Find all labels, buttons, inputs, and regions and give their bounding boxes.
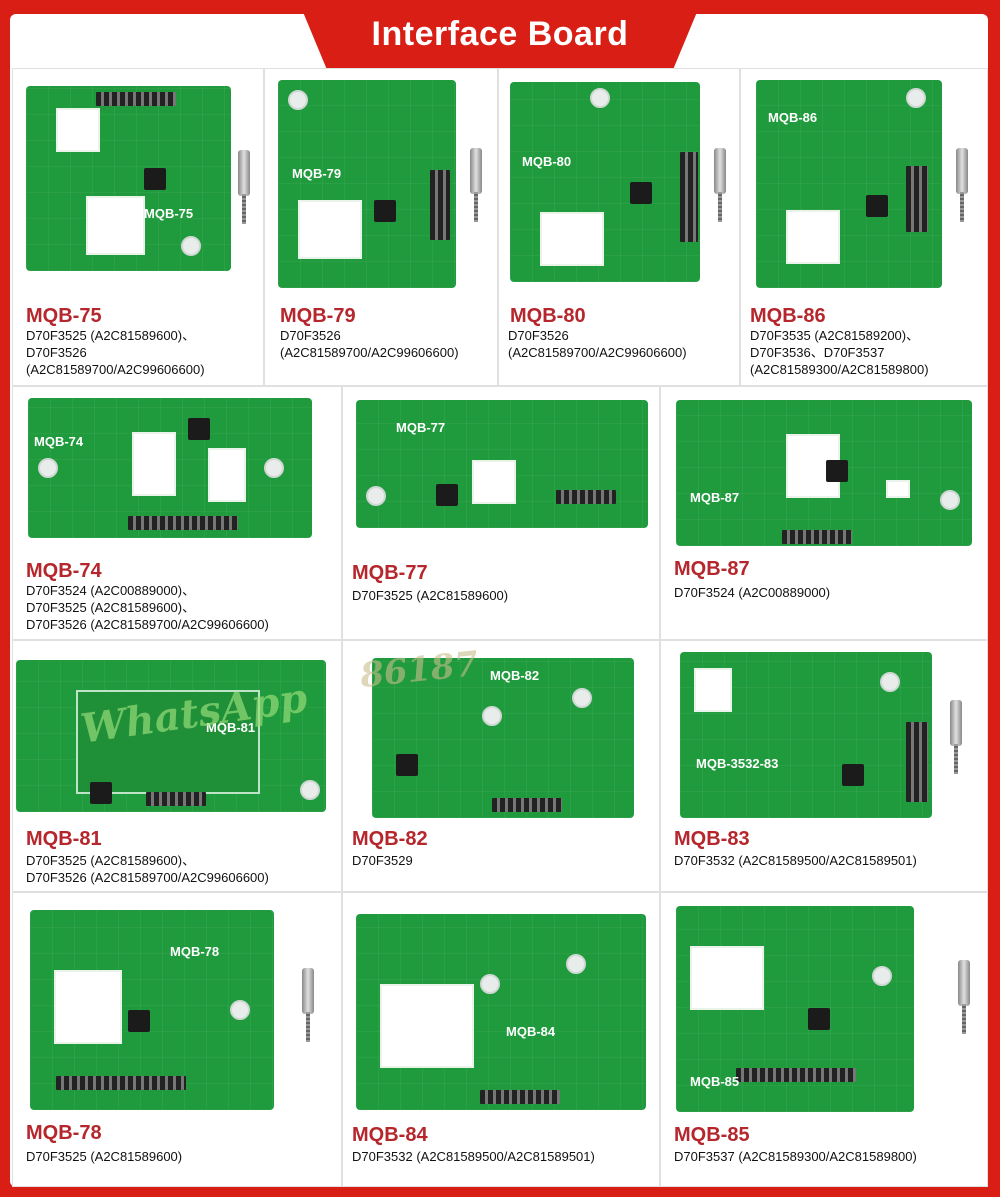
board-pcb-label: MQB-85 <box>690 1074 740 1089</box>
board-pcb-label: MQB-79 <box>292 166 342 181</box>
board-model: MQB-86 <box>750 305 826 327</box>
board-image-mqb-74: MQB-74 <box>28 398 312 538</box>
board-image-mqb-82: MQB-82 <box>372 658 634 818</box>
board-image-mqb-85: MQB-85 <box>676 906 914 1112</box>
board-model: MQB-79 <box>280 305 356 327</box>
board-pcb-label: MQB-75 <box>144 206 194 221</box>
screw-icon <box>238 150 250 224</box>
board-desc: D70F3525 (A2C81589600)、 D70F3526 (A2C815… <box>26 853 269 885</box>
board-model: MQB-77 <box>352 562 428 584</box>
banner: Interface Board <box>298 0 702 68</box>
screw-icon <box>956 148 968 222</box>
board-model: MQB-78 <box>26 1122 102 1144</box>
board-model: MQB-82 <box>352 828 428 850</box>
board-model: MQB-81 <box>26 828 102 850</box>
board-model: MQB-80 <box>510 305 586 327</box>
board-pcb-label: MQB-84 <box>506 1024 556 1039</box>
board-desc: D70F3537 (A2C81589300/A2C81589800) <box>674 1149 917 1164</box>
board-desc: D70F3525 (A2C81589600) <box>26 1149 183 1164</box>
board-desc: D70F3524 (A2C00889000)、 D70F3525 (A2C815… <box>26 583 269 632</box>
board-pcb-label: MQB-87 <box>690 490 740 505</box>
board-pcb-label: MQB-78 <box>170 944 220 959</box>
board-pcb-label: MQB-82 <box>490 668 540 683</box>
board-model: MQB-74 <box>26 560 102 582</box>
screw-icon <box>958 960 970 1034</box>
board-image-mqb-79: MQB-79 <box>278 80 456 288</box>
banner-title: Interface Board <box>371 14 629 53</box>
board-image-mqb-87: MQB-87 <box>676 400 972 546</box>
board-pcb-label: MQB-74 <box>34 434 84 449</box>
board-model: MQB-83 <box>674 828 750 850</box>
board-desc: D70F3525 (A2C81589600) <box>352 588 509 603</box>
board-pcb-label: MQB-80 <box>522 154 572 169</box>
board-pcb-label: MQB-86 <box>768 110 818 125</box>
screw-icon <box>470 148 482 222</box>
board-image-mqb-84: MQB-84 <box>356 914 646 1110</box>
board-desc: D70F3529 <box>352 853 413 868</box>
board-image-mqb-81: MQB-81 <box>16 660 326 812</box>
board-model: MQB-84 <box>352 1124 428 1146</box>
board-desc: D70F3532 (A2C81589500/A2C81589501) <box>674 853 917 868</box>
board-desc: D70F3526 (A2C81589700/A2C99606600) <box>508 328 687 360</box>
board-model: MQB-85 <box>674 1124 750 1146</box>
board-model: MQB-75 <box>26 305 102 327</box>
board-desc: D70F3535 (A2C81589200)、 D70F3536、D70F353… <box>750 328 929 377</box>
board-pcb-label: MQB-77 <box>396 420 446 435</box>
board-desc: D70F3532 (A2C81589500/A2C81589501) <box>352 1149 595 1164</box>
board-desc: D70F3525 (A2C81589600)、 D70F3526 (A2C815… <box>26 328 205 377</box>
screw-icon <box>950 700 962 774</box>
screw-icon <box>714 148 726 222</box>
board-desc: D70F3526 (A2C81589700/A2C99606600) <box>280 328 459 360</box>
board-desc: D70F3524 (A2C00889000) <box>674 585 831 600</box>
board-image-mqb-86: MQB-86 <box>756 80 942 288</box>
board-image-mqb-80: MQB-80 <box>510 82 700 282</box>
board-image-mqb-77: MQB-77 <box>356 400 648 528</box>
board-pcb-label: MQB-3532-83 <box>696 756 779 771</box>
board-image-mqb-78: MQB-78 <box>30 910 274 1110</box>
board-pcb-label: MQB-81 <box>206 720 256 735</box>
screw-icon <box>302 968 314 1042</box>
board-image-mqb-83: MQB-3532-83 <box>680 652 932 818</box>
board-model: MQB-87 <box>674 558 750 580</box>
board-image-mqb-75: MQB-75 <box>26 86 231 271</box>
